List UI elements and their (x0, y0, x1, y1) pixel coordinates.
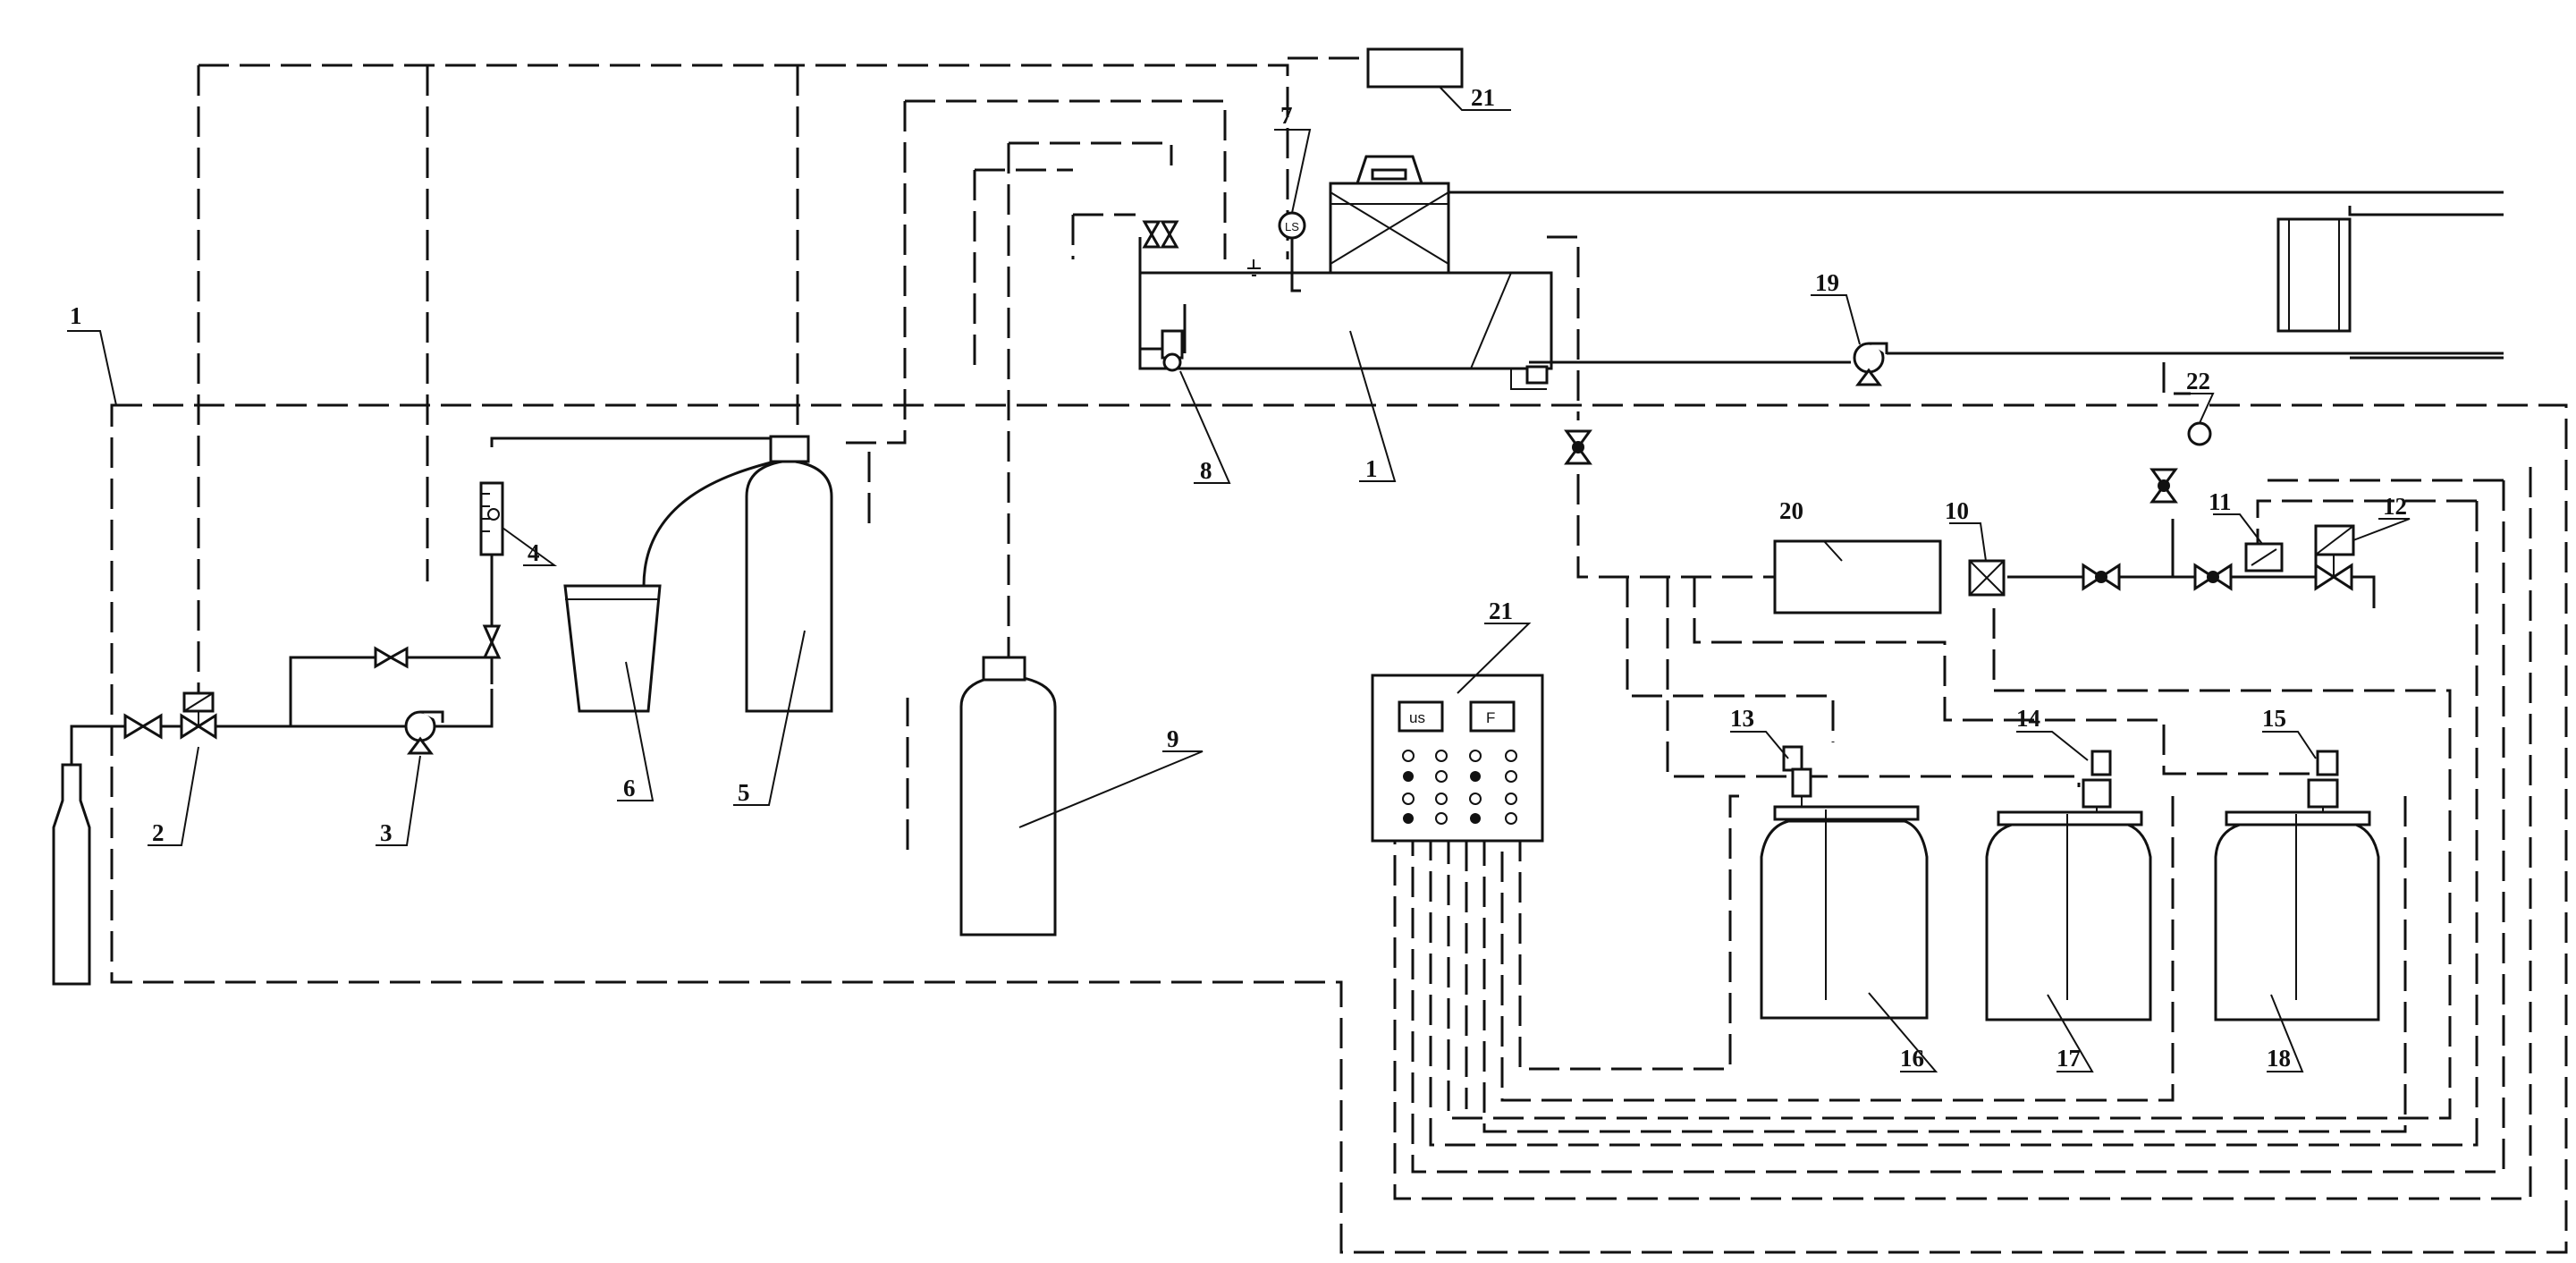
label-20: 20 (1779, 497, 1803, 524)
solenoid-valve-12 (2314, 524, 2355, 591)
level-switch-7: LS (1278, 211, 1306, 240)
label-16: 16 (1900, 1045, 1924, 1072)
check-valve-small (482, 624, 502, 659)
dosing-pump-14 (2082, 750, 2112, 818)
flowmeter-4 (479, 481, 504, 556)
valve-b (2193, 563, 2233, 591)
dosing-tank-17 (1985, 810, 2152, 1021)
pressure-gauge-22 (2187, 421, 2212, 446)
display-left-text: us (1409, 709, 1425, 726)
label-10: 10 (1945, 497, 1969, 524)
valve-pair-8 (1142, 220, 1179, 249)
valve-below-tank (1564, 429, 1592, 465)
label-11: 11 (2209, 488, 2232, 515)
label-2: 2 (152, 819, 165, 846)
pump-8 (1161, 329, 1184, 372)
label-12: 12 (2383, 493, 2407, 520)
valve-22-line (2149, 468, 2178, 504)
label-1-left: 1 (70, 302, 82, 329)
indicator-lights (1402, 750, 1517, 825)
label-21-panel: 21 (1489, 598, 1513, 624)
process-lines (70, 191, 2504, 765)
meter-10 (1968, 559, 2006, 597)
meter-11 (2244, 542, 2284, 572)
label-7: 7 (1280, 102, 1293, 129)
label-19: 19 (1815, 269, 1839, 296)
dosing-pump-13 (1782, 745, 1812, 810)
display-right (1469, 700, 1516, 733)
display-left (1398, 700, 1444, 733)
label-9: 9 (1167, 725, 1179, 752)
float-sensor (1247, 259, 1261, 276)
label-22: 22 (2186, 368, 2210, 394)
valve-a (2082, 563, 2121, 591)
dosing-pump-15 (2307, 750, 2339, 818)
label-18: 18 (2267, 1045, 2291, 1072)
brine-tank-6 (563, 584, 662, 713)
dosing-tank-18 (2214, 810, 2380, 1021)
leader-lines (67, 86, 2411, 1072)
label-17: 17 (2057, 1045, 2081, 1072)
gas-cylinder (52, 763, 91, 986)
label-3: 3 (380, 819, 393, 846)
display-right-text: F (1486, 709, 1495, 726)
manual-valve-left (123, 713, 163, 740)
label-15: 15 (2262, 705, 2286, 732)
pump-19 (1853, 342, 1888, 386)
label-5: 5 (738, 779, 750, 806)
level-switch-text: LS (1285, 220, 1299, 233)
signal-lines (110, 56, 2568, 1254)
heat-exchanger (2276, 217, 2352, 333)
water-tank-1 (1138, 271, 1553, 390)
filter-tank-9 (959, 656, 1057, 937)
label-13: 13 (1730, 705, 1754, 732)
dosing-tank-16 (1760, 805, 1929, 1020)
cooling-tower (1329, 155, 1450, 275)
solenoid-valve-2 (180, 691, 217, 740)
label-4: 4 (528, 539, 540, 566)
label-21-top: 21 (1471, 84, 1495, 111)
manual-valve-bypass (374, 646, 409, 669)
label-1-tank: 1 (1365, 455, 1378, 482)
control-box-21-top (1366, 47, 1464, 89)
number-labels: 1 2 3 4 5 6 7 8 9 1 10 11 12 13 14 15 16… (70, 84, 2407, 1072)
label-8: 8 (1200, 457, 1212, 484)
softener-tank-5 (745, 435, 833, 713)
pump-3 (404, 710, 444, 755)
control-panel-21: us F (1371, 674, 1544, 843)
filter-20 (1773, 539, 1942, 615)
label-14: 14 (2016, 705, 2040, 732)
label-6: 6 (623, 775, 636, 801)
